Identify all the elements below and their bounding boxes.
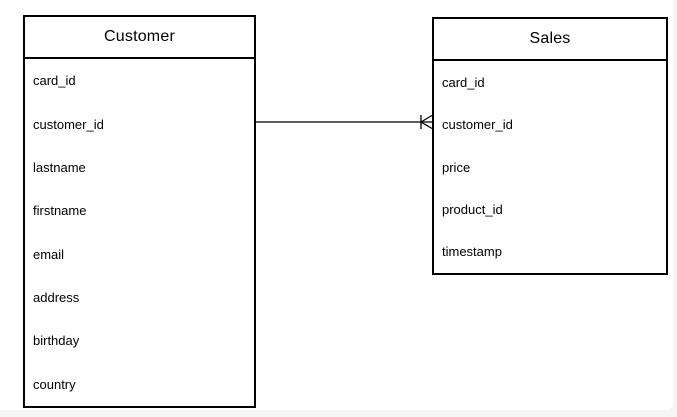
field-row-price[interactable]: price: [442, 159, 471, 175]
entity-sales-title: Sales: [434, 19, 666, 61]
entity-sales[interactable]: Sales card_id customer_id price product_…: [432, 17, 668, 275]
field-row-country[interactable]: country: [33, 376, 76, 392]
entity-customer-title: Customer: [25, 17, 254, 59]
entity-customer[interactable]: Customer card_id customer_id lastname fi…: [23, 15, 256, 408]
field-row-address[interactable]: address: [33, 290, 80, 306]
field-row-email[interactable]: email: [33, 246, 65, 262]
field-row-lastname[interactable]: lastname: [33, 159, 86, 175]
entity-sales-fields: card_id customer_id price product_id tim…: [434, 61, 666, 273]
relationship-edge-customer-sales[interactable]: [256, 114, 433, 130]
field-row-birthday[interactable]: birthday: [33, 333, 80, 349]
crows-foot-icon: [420, 121, 433, 130]
field-row-product_id[interactable]: product_id: [442, 201, 503, 217]
field-row-customer_id[interactable]: customer_id: [33, 116, 104, 132]
field-row-timestamp[interactable]: timestamp: [442, 244, 502, 260]
crows-foot-icon: [420, 114, 433, 123]
field-row-customer_id[interactable]: customer_id: [442, 117, 513, 133]
entity-customer-fields: card_id customer_id lastname firstname e…: [25, 59, 254, 406]
field-row-card_id[interactable]: card_id: [33, 73, 76, 89]
field-row-firstname[interactable]: firstname: [33, 203, 87, 219]
field-row-card_id[interactable]: card_id: [442, 74, 485, 90]
